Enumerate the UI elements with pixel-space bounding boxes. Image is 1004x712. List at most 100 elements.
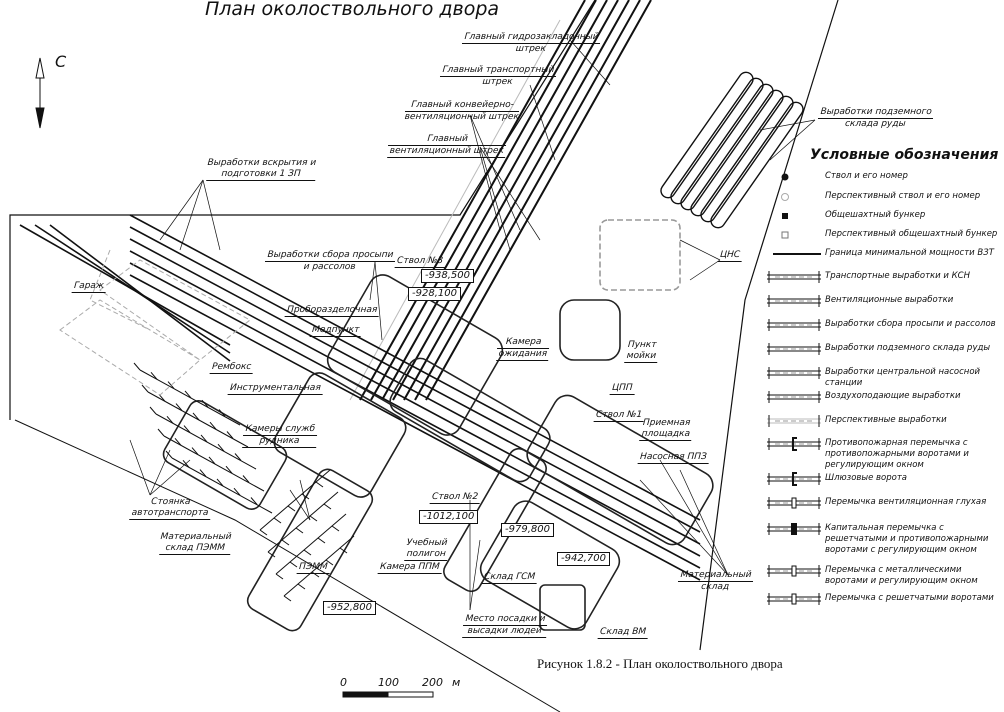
parking-bay-line [150,371,158,380]
pemm-bay-line [283,595,292,602]
label-explosives-store: Склад ВМ [597,627,649,639]
ore-store-chamber [710,101,804,229]
parking-bay-line [175,403,183,411]
label-pump-station: Насосная ППЗ [637,452,710,464]
label-shaft-1: Ствол №1 [593,410,645,422]
legend-item: Выработки сбора просыпи и рассолов [763,316,1004,336]
opening-drift-line [49,224,231,362]
parking-bay-line [225,465,233,474]
crosscut-line [129,214,701,521]
legend-item: Ствол и его номер [763,168,1004,188]
pemm-bay-line [317,537,326,544]
legend-item-label: Перспективные выработки [825,415,947,425]
parking-bay-line [199,469,207,477]
label-probo: Проборазделочная [284,305,380,317]
crosscut-line [129,250,701,557]
legend-item: Перспективный общешахтный бункер [763,226,1004,246]
pemm-chamber-line [259,469,331,531]
legend-item: Граница минимальной мощности ВЗТ [763,245,1004,265]
pemm-bay-line [331,525,340,532]
legend-item: Перемычка с решетчатыми воротами [763,590,1004,610]
legend-item: Противопожарная перемычка с противопожар… [763,435,1004,470]
pemm-bay-line [339,547,348,554]
label-instrumental: Инструментальная [227,383,324,395]
scale-tick-200: 200 [422,676,443,689]
parking-bay-line [149,406,157,415]
leader-lines [129,39,816,611]
parking-bay-line [191,447,199,455]
garage-planned [59,249,251,396]
legend-item: Выработки центральной насосной станции [763,364,1004,388]
main-drift-line [414,0,641,401]
airlock-door-icon [763,470,823,490]
legend-item-label: Противопожарная перемычка с противопожар… [825,438,969,470]
pemm-chamber-line [267,491,339,553]
metal-door-icon [763,562,823,582]
boundary-line [763,245,823,265]
pemm-bay-line [325,559,334,566]
parking-bay-line [218,409,226,417]
pemm-bay-line [289,561,298,568]
elevation-tag: -1012,100 [419,510,479,524]
parking-bay-line [157,428,165,437]
legend-item: Перспективные выработки [763,412,1004,432]
shaft-icon [763,168,823,188]
scale-tick-0: 0 [340,676,347,689]
bunker-icon [763,207,823,227]
main-drifts [349,0,652,401]
label-ppm-chamber: Камера ППМ [377,562,443,574]
pemm-bay-line [309,515,318,522]
main-drift-line [359,0,586,401]
parking-bay-line [250,497,258,505]
label-gsm-store: Склад ГСМ [481,572,538,584]
ore-store-chamber [680,83,774,211]
planned-drift-line [349,19,561,401]
ore-store-chamber [690,89,784,217]
boundary-line-bottom [14,419,561,712]
scale-tick-100: 100 [378,676,399,689]
boundary-line-right [699,0,839,651]
blind-bulkhead-icon [763,494,823,514]
capital-bulkhead-icon [763,520,823,540]
parking-bay-line [242,475,250,483]
crosscut-line [129,226,701,533]
legend-item: Перемычка вентиляционная глухая [763,494,1004,514]
label-shaft-3: Ствол №3 [394,256,446,268]
legend-item-label: Ствол и его номер [825,171,908,181]
pemm-bay-line [295,527,304,534]
main-drift-line [370,0,597,401]
parking-bay-line [141,384,149,393]
parking-bay-line [184,390,192,399]
elevation-tag: -979,800 [501,523,554,537]
pemm-bay-line [297,583,306,590]
ore-store-workings [660,71,804,229]
legend-item: Общешахтный бункер [763,207,1004,227]
pemm-bay-line [311,571,320,578]
legend-item-label: Граница минимальной мощности ВЗТ [825,248,994,258]
page-title: План околоствольного двора [205,0,500,20]
workings-line [763,340,823,360]
parking-bay-line [192,412,200,421]
pemm-chamber-line [283,535,355,597]
parking-bay-line [208,456,216,465]
legend-item-label: Капитальная перемычка с решетчатыми и пр… [825,523,989,555]
legend-item: Шлюзовые ворота [763,470,1004,490]
pemm-bay-line [273,517,282,524]
workings-line [763,364,823,384]
parking-bay-line [166,415,174,424]
legend-item-label: Перемычка с металлическими воротами и ре… [825,565,978,586]
opening-drift-line [34,224,231,354]
label-garage: Гараж [71,281,107,293]
crosscut-line [129,274,701,581]
legend-item: Перемычка с металлическими воротами и ре… [763,562,1004,586]
legend-item: Капитальная перемычка с решетчатыми и пр… [763,520,1004,555]
